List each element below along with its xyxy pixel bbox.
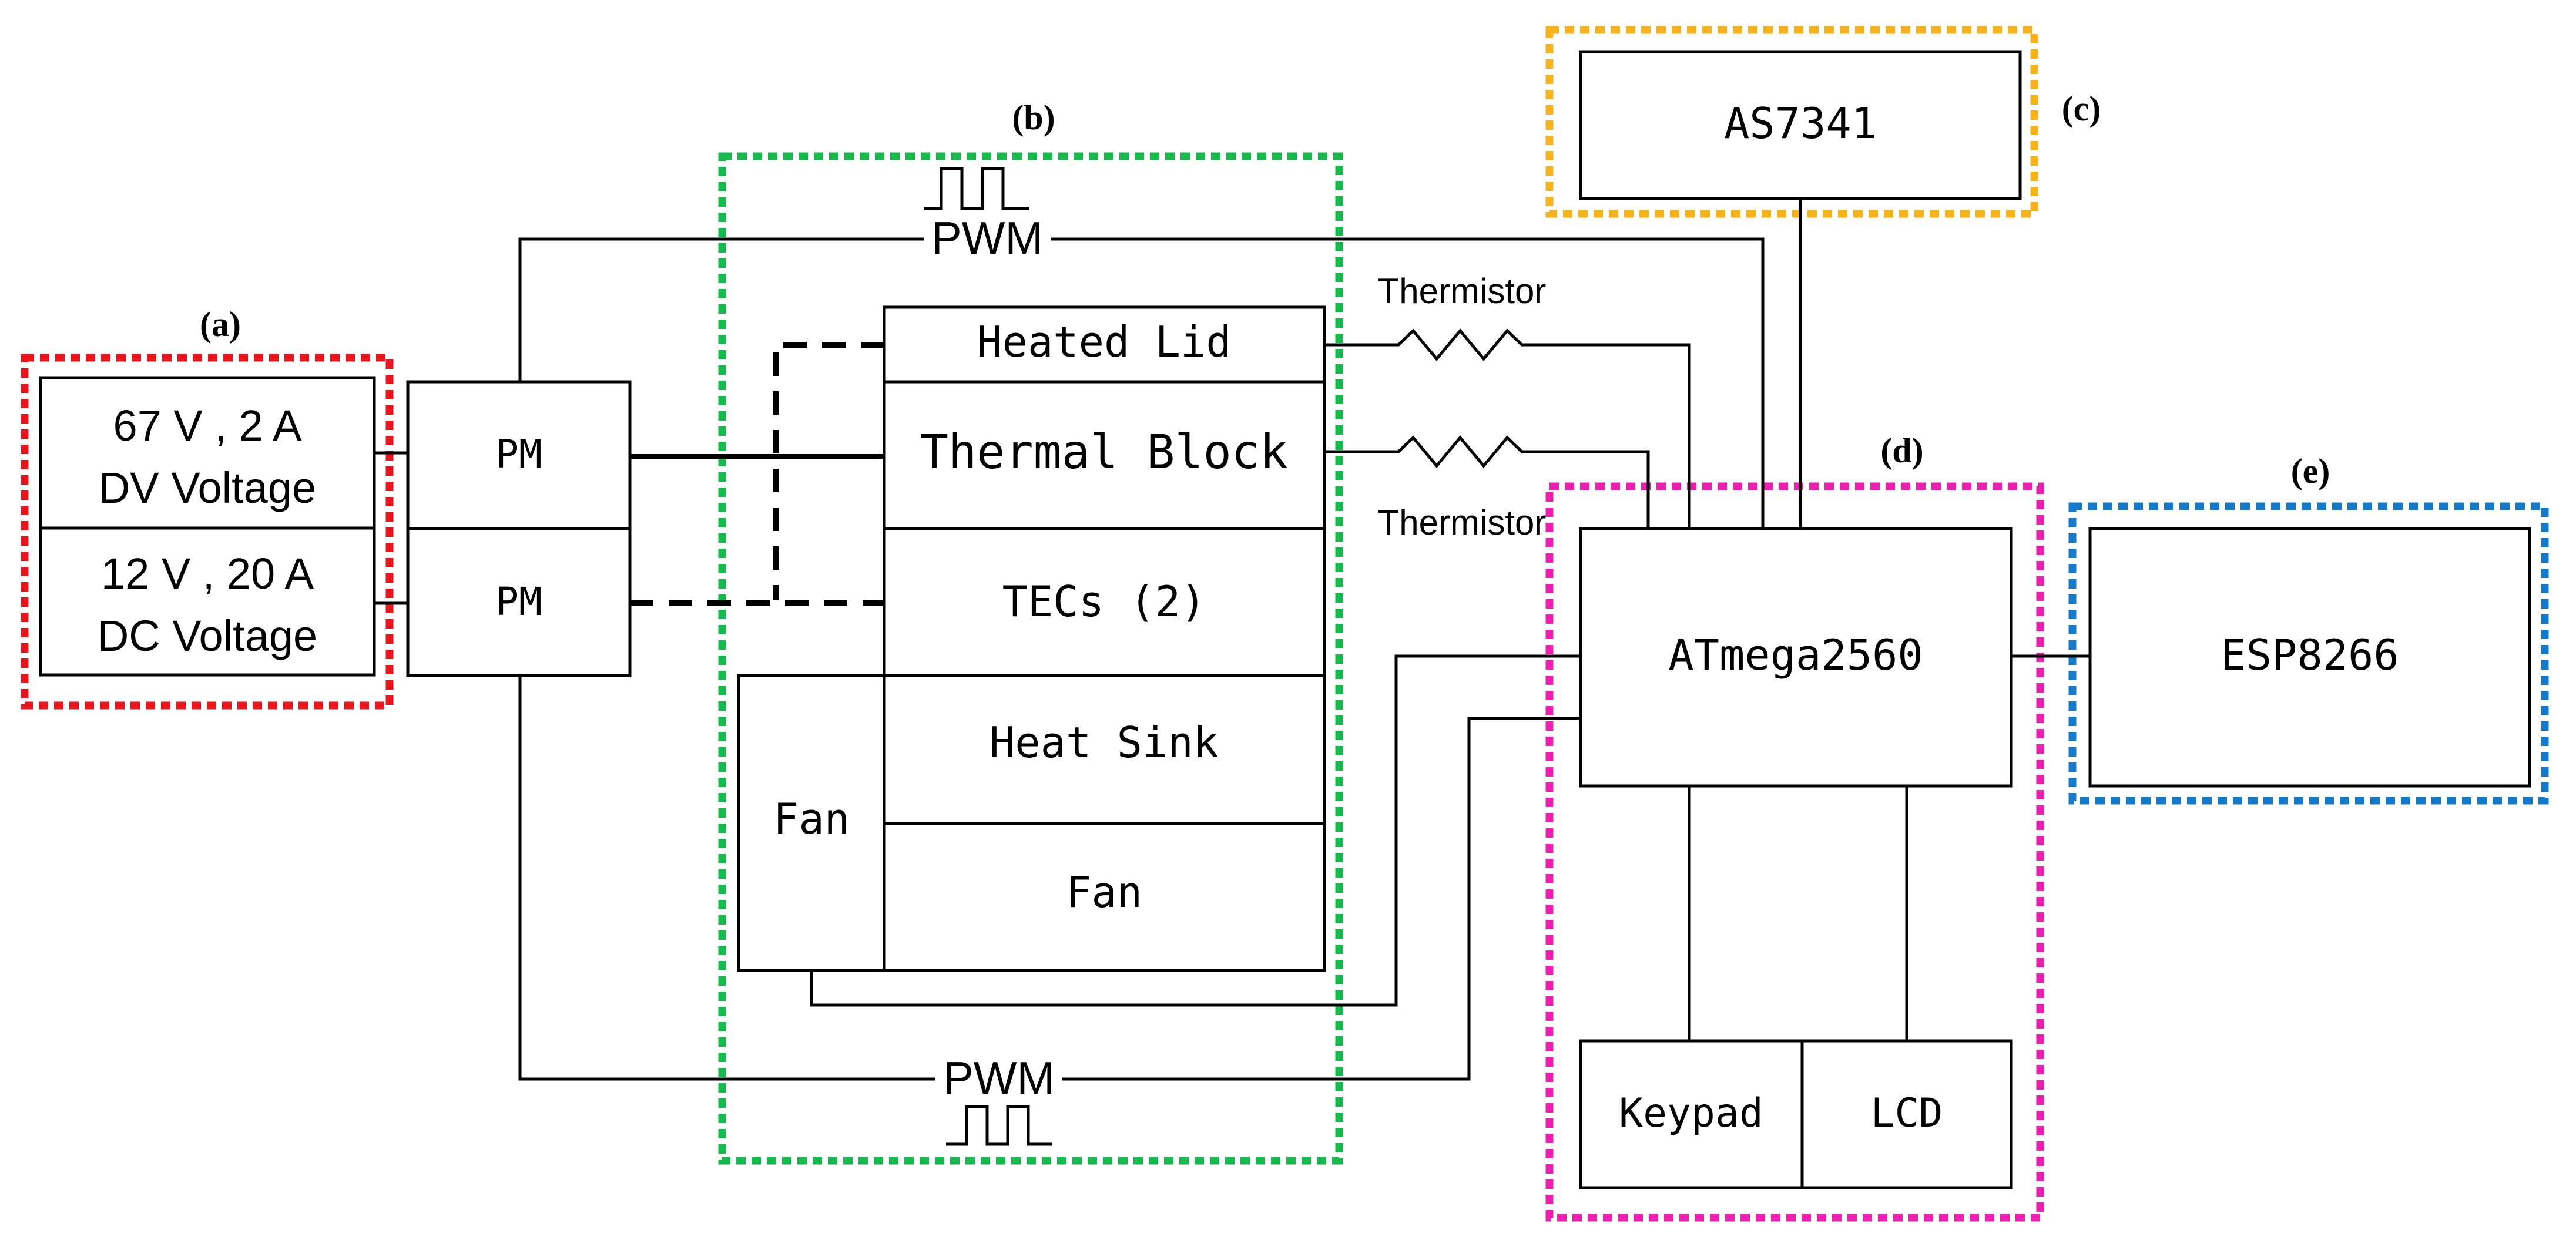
esp8266-label: ESP8266 (2221, 630, 2399, 680)
atmega2560-box (1579, 527, 2013, 788)
group-c-outline (1545, 26, 2038, 218)
wire-thermistor-top (1324, 328, 1691, 529)
esp8266-box (2088, 527, 2531, 788)
heat-sink-label: Heat Sink (990, 718, 1219, 767)
group-d-label: (d) (1880, 431, 1923, 470)
wire-thermistor-bottom (1324, 435, 1650, 529)
supply-67v-type: DV Voltage (99, 463, 316, 512)
supply-67v-box (39, 376, 376, 530)
pwm-wave-top-icon (924, 167, 1029, 210)
supply-67v-rating: 67 V , 2 A (113, 401, 303, 450)
heat-sink-box (883, 674, 1326, 825)
pm-bottom-label: PM (495, 579, 542, 624)
thermistor-bottom-label: Thermistor (1378, 503, 1547, 542)
wire-pwm-top (518, 237, 1765, 529)
thermal-block-box (883, 380, 1326, 530)
tecs-box (883, 527, 1326, 677)
supply-12v-type: DC Voltage (98, 611, 317, 660)
pwm-top-label: PWM (931, 212, 1044, 264)
tecs-label: TECs (2) (1002, 577, 1206, 626)
fan-bottom-label: Fan (1066, 868, 1142, 917)
group-b-outline (718, 152, 1343, 1165)
fan-bottom-box (883, 822, 1326, 972)
group-a-label: (a) (200, 305, 241, 344)
group-b-label: (b) (1012, 98, 1055, 137)
pm-bottom-box (406, 527, 632, 677)
heated-lid-box (883, 305, 1326, 384)
fan-side-label: Fan (773, 794, 850, 844)
thermistor-top-label: Thermistor (1378, 271, 1547, 311)
heated-lid-label: Heated Lid (977, 317, 1231, 367)
pwm-bottom-label: PWM (943, 1052, 1055, 1104)
group-d-outline (1545, 482, 2044, 1222)
keypad-label: Keypad (1619, 1090, 1763, 1137)
group-c-label: (c) (2062, 89, 2101, 128)
wire-heated-lid-dashed (773, 342, 884, 600)
group-e-outline (2068, 502, 2549, 805)
supply-12v-rating: 12 V , 20 A (101, 549, 314, 598)
atmega2560-label: ATmega2560 (1668, 630, 1923, 680)
wire-fan-control (810, 654, 1581, 1007)
pwm-wave-bottom-icon (946, 1105, 1052, 1146)
lcd-box (1800, 1039, 2013, 1189)
fan-side-box (737, 674, 886, 972)
group-e-label: (e) (2291, 452, 2330, 490)
lcd-label: LCD (1871, 1090, 1943, 1137)
wire-pwm-bottom (518, 676, 1581, 1081)
group-a-outline (21, 354, 394, 710)
supply-12v-box (39, 526, 376, 677)
pm-top-label: PM (495, 432, 542, 477)
as7341-box (1579, 50, 2022, 200)
as7341-label: AS7341 (1724, 99, 1877, 148)
thermal-block-label: Thermal Block (920, 425, 1288, 479)
pm-top-box (406, 380, 632, 530)
keypad-box (1579, 1039, 1804, 1189)
